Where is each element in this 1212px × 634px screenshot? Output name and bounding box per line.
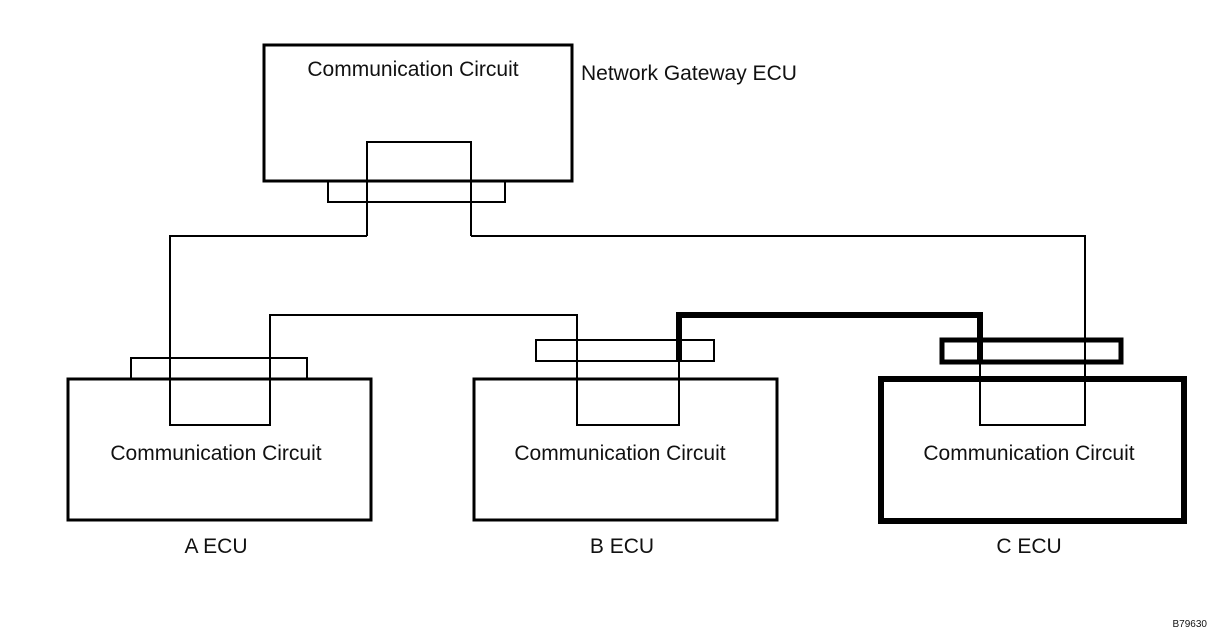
b-ecu-to-c-ecu-wire-highlight <box>676 312 983 362</box>
c-ecu-name: C ECU <box>996 535 1061 558</box>
figure-code: B79630 <box>1173 619 1208 630</box>
b-ecu-connector <box>535 339 715 362</box>
gateway-wire-loop <box>366 141 472 236</box>
a-ecu-circuit-label: Communication Circuit <box>110 442 321 465</box>
c-ecu-wire-loop <box>979 364 1086 426</box>
gateway-to-a-ecu-wire <box>169 235 367 425</box>
c-ecu-connector <box>939 337 1124 365</box>
a-ecu-connector <box>130 357 308 380</box>
c-ecu-circuit-label: Communication Circuit <box>923 442 1134 465</box>
a-ecu-name: A ECU <box>184 535 247 558</box>
gateway-ecu-name: Network Gateway ECU <box>581 62 797 85</box>
b-ecu-box <box>472 377 779 522</box>
gateway-connector <box>327 180 506 203</box>
a-ecu-to-b-ecu-wire <box>269 314 578 425</box>
b-ecu-wire-loop <box>576 362 680 426</box>
b-ecu-name: B ECU <box>590 535 654 558</box>
c-ecu-box <box>878 376 1187 524</box>
b-ecu-to-c-ecu-wire <box>678 314 981 425</box>
a-ecu-wire-loop <box>169 358 271 426</box>
b-ecu-circuit-label: Communication Circuit <box>514 442 725 465</box>
gateway-circuit-label: Communication Circuit <box>307 58 518 81</box>
